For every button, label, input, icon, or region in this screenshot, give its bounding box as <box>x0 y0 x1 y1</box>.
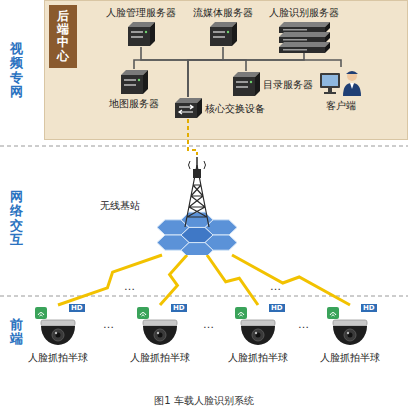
base-station: 无线基站 <box>100 155 252 255</box>
band-title: 视频专网 <box>10 42 23 99</box>
icon-holder <box>277 21 331 53</box>
server-node: 人脸管理服务器 <box>106 6 176 47</box>
switch-node: 核心交换设备 <box>173 97 265 119</box>
icon-holder <box>319 67 363 97</box>
node-label: 目录服务器 <box>263 78 313 91</box>
node-label: 无线基站 <box>100 199 140 212</box>
icon-holder <box>119 69 149 95</box>
panel-title: 后端中心 <box>57 10 69 63</box>
network-bus <box>134 60 188 97</box>
hd-badge: HD <box>360 303 378 313</box>
node-label: 人脸识别服务器 <box>269 6 339 19</box>
band-title: 网络交互 <box>10 190 23 247</box>
camera-node: 人脸抓拍半球 <box>320 305 380 364</box>
icon-holder <box>173 97 203 119</box>
server-rack-icon <box>277 21 331 53</box>
ellipsis: … <box>103 318 114 332</box>
node-label: 人脸管理服务器 <box>106 6 176 19</box>
network-bus <box>141 47 188 97</box>
ellipsis: … <box>270 280 281 294</box>
wireless-link <box>58 255 162 305</box>
band-title: 前端 <box>10 318 23 347</box>
node-label: 人脸抓拍半球 <box>228 351 288 364</box>
server-icon <box>119 69 149 95</box>
band-separator <box>0 296 408 297</box>
ellipsis: … <box>298 318 309 332</box>
tower-icon <box>142 155 252 255</box>
network-bus <box>188 60 246 97</box>
figure-caption: 图1 车载人脸识别系统 <box>0 394 408 407</box>
server-icon <box>208 21 238 47</box>
node-label: 流媒体服务器 <box>193 6 253 19</box>
switch-icon <box>173 97 203 119</box>
camera-node: 人脸抓拍半球 <box>130 305 190 364</box>
node-label: 地图服务器 <box>109 97 159 110</box>
hd-badge: HD <box>170 303 188 313</box>
wireless-link <box>232 255 350 305</box>
ellipsis: … <box>203 318 214 332</box>
network-bus <box>188 47 223 97</box>
server-node: 目录服务器 <box>231 71 313 97</box>
server-node: 客户端 <box>319 67 363 112</box>
icon-holder <box>142 155 252 255</box>
server-icon <box>126 21 156 47</box>
network-bus <box>188 60 341 97</box>
hd-badge: HD <box>268 303 286 313</box>
node-label: 人脸抓拍半球 <box>320 351 380 364</box>
server-node: 地图服务器 <box>109 69 159 110</box>
band-separator <box>0 146 408 147</box>
node-label: 人脸抓拍半球 <box>28 351 88 364</box>
wireless-link <box>207 255 258 305</box>
title-strip: 后端中心 <box>49 5 77 68</box>
backhaul-link <box>188 119 197 155</box>
camera-node: 人脸抓拍半球 <box>28 305 88 364</box>
hd-badge: HD <box>68 303 86 313</box>
ellipsis: … <box>124 280 135 294</box>
icon-holder <box>208 21 238 47</box>
icon-holder <box>231 71 261 97</box>
node-label: 核心交换设备 <box>205 102 265 115</box>
camera-node: 人脸抓拍半球 <box>228 305 288 364</box>
node-label: 客户端 <box>326 99 356 112</box>
server-node: 人脸识别服务器 <box>269 6 339 53</box>
client-icon <box>319 67 363 97</box>
backend-panel: 后端中心 人脸管理服务器 流媒体服务器 人脸识别服务器地图服务器 目录服务器客户端 核心交… <box>44 0 408 140</box>
server-node: 流媒体服务器 <box>193 6 253 47</box>
wireless-link <box>160 255 187 305</box>
icon-holder <box>126 21 156 47</box>
server-icon <box>231 71 261 97</box>
node-label: 人脸抓拍半球 <box>130 351 190 364</box>
